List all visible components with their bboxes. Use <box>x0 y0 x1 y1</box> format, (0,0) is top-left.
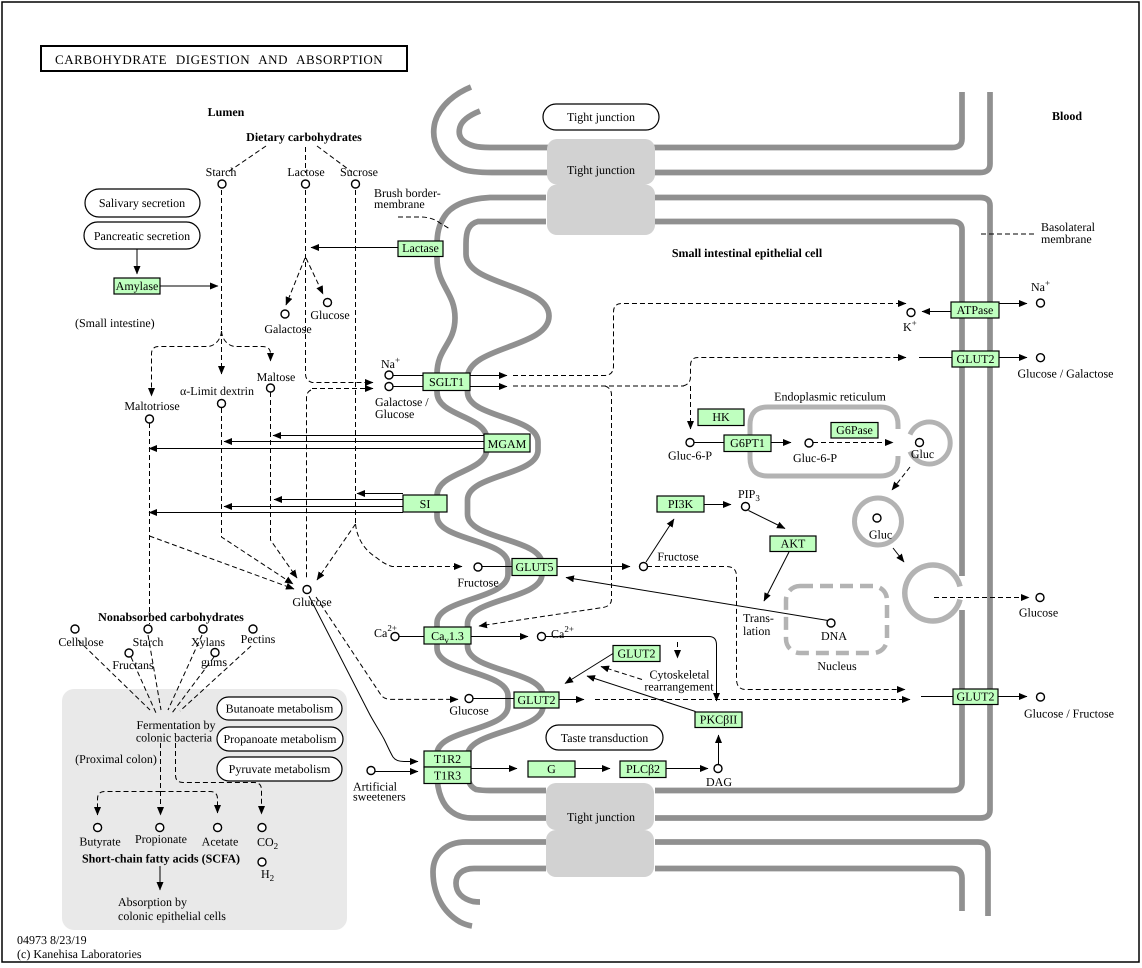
svg-text:CO2: CO2 <box>257 835 278 851</box>
svg-text:GLUT5: GLUT5 <box>516 560 554 574</box>
svg-text:Amylase: Amylase <box>116 279 159 293</box>
svg-text:Small intestinal epithelial ce: Small intestinal epithelial cell <box>672 246 823 260</box>
svg-text:Pancreatic secretion: Pancreatic secretion <box>94 229 190 243</box>
svg-text:Glucose: Glucose <box>292 595 331 609</box>
svg-text:PKCβII: PKCβII <box>700 713 737 727</box>
svg-text:T1R2: T1R2 <box>434 752 461 766</box>
svg-text:Starch: Starch <box>206 165 237 179</box>
svg-text:(c) Kanehisa Laboratories: (c) Kanehisa Laboratories <box>17 947 142 961</box>
svg-text:04973 8/23/19: 04973 8/23/19 <box>17 933 87 947</box>
svg-text:PLCβ2: PLCβ2 <box>626 762 660 776</box>
svg-text:Nucleus: Nucleus <box>817 659 857 673</box>
svg-text:Pectins: Pectins <box>241 632 276 646</box>
svg-text:Tight junction: Tight junction <box>567 110 635 124</box>
svg-text:HK: HK <box>712 410 730 424</box>
svg-text:Fructans: Fructans <box>112 658 154 672</box>
svg-text:Gluc-6-P: Gluc-6-P <box>793 451 837 465</box>
svg-text:Pyruvate metabolism: Pyruvate metabolism <box>229 762 331 776</box>
svg-text:Glucose: Glucose <box>449 704 488 718</box>
svg-text:DNA: DNA <box>821 629 847 643</box>
svg-text:GLUT2: GLUT2 <box>518 693 556 707</box>
svg-text:AKT: AKT <box>781 537 806 551</box>
svg-text:Galactose: Galactose <box>264 322 311 336</box>
svg-text:Basolateral: Basolateral <box>1041 220 1096 234</box>
svg-text:Fructose: Fructose <box>657 550 698 564</box>
svg-text:Butyrate: Butyrate <box>79 835 120 849</box>
svg-text:G6Pase: G6Pase <box>836 423 873 437</box>
svg-text:Brush border-: Brush border- <box>374 186 441 200</box>
svg-text:G6PT1: G6PT1 <box>730 436 765 450</box>
svg-text:Fermentation by: Fermentation by <box>137 718 216 732</box>
svg-text:Trans-: Trans- <box>743 611 774 625</box>
svg-text:colonic bacteria: colonic bacteria <box>136 731 213 745</box>
svg-text:rearrangement: rearrangement <box>644 680 714 694</box>
svg-text:Glucose: Glucose <box>1019 606 1058 620</box>
svg-text:Maltose: Maltose <box>257 370 296 384</box>
svg-text:Cytoskeletal: Cytoskeletal <box>650 668 711 682</box>
svg-text:Nonabsorbed carbohydrates: Nonabsorbed carbohydrates <box>98 610 244 624</box>
svg-text:Acetate: Acetate <box>202 835 239 849</box>
svg-text:Maltotriose: Maltotriose <box>124 399 179 413</box>
svg-text:colonic epithelial cells: colonic epithelial cells <box>118 909 226 923</box>
svg-text:Galactose /: Galactose / <box>375 395 429 409</box>
svg-text:Gluc: Gluc <box>911 447 934 461</box>
svg-text:Xylans: Xylans <box>191 635 225 649</box>
svg-text:membrane: membrane <box>1041 232 1092 246</box>
svg-text:Butanoate metabolism: Butanoate metabolism <box>226 702 334 716</box>
svg-text:Propanoate metabolism: Propanoate metabolism <box>224 732 338 746</box>
svg-text:(Proximal colon): (Proximal colon) <box>75 752 157 766</box>
svg-text:lation: lation <box>743 624 770 638</box>
svg-text:MGAM: MGAM <box>488 437 527 451</box>
svg-text:GLUT2: GLUT2 <box>957 352 995 366</box>
svg-text:(Small intestine): (Small intestine) <box>75 316 155 330</box>
svg-text:Blood: Blood <box>1052 109 1082 123</box>
svg-text:Lumen: Lumen <box>208 105 245 119</box>
svg-text:SI: SI <box>420 497 431 511</box>
svg-text:PIP3: PIP3 <box>738 487 760 503</box>
svg-text:SGLT1: SGLT1 <box>429 375 464 389</box>
svg-text:Glucose / Galactose: Glucose / Galactose <box>1018 367 1114 381</box>
svg-text:PI3K: PI3K <box>668 497 694 511</box>
svg-text:Fructose: Fructose <box>457 576 498 590</box>
svg-text:GLUT2: GLUT2 <box>618 647 656 661</box>
svg-text:Glucose: Glucose <box>375 407 414 421</box>
svg-text:Short-chain fatty acids (SCFA): Short-chain fatty acids (SCFA) <box>82 852 240 866</box>
svg-text:Cav1.3: Cav1.3 <box>431 629 464 645</box>
svg-text:Dietary carbohydrates: Dietary carbohydrates <box>246 130 362 144</box>
svg-text:Artificial: Artificial <box>353 780 398 794</box>
svg-text:Sucrose: Sucrose <box>340 165 378 179</box>
svg-text:GLUT2: GLUT2 <box>957 690 995 704</box>
svg-text:ATPase: ATPase <box>957 303 994 317</box>
svg-text:Glucose: Glucose <box>310 308 349 322</box>
svg-text:Endoplasmic reticulum: Endoplasmic reticulum <box>774 390 886 404</box>
svg-text:Salivary secretion: Salivary secretion <box>99 196 185 210</box>
svg-text:DAG: DAG <box>706 775 732 789</box>
svg-text:CARBOHYDRATE DIGESTION AND ABS: CARBOHYDRATE DIGESTION AND ABSORPTION <box>55 52 383 67</box>
svg-text:Lactase: Lactase <box>402 241 439 255</box>
svg-text:T1R3: T1R3 <box>434 769 461 783</box>
svg-text:Taste transduction: Taste transduction <box>561 731 648 745</box>
svg-text:Absorption by: Absorption by <box>118 895 187 909</box>
svg-text:Lactose: Lactose <box>287 165 324 179</box>
svg-text:G: G <box>547 762 556 776</box>
svg-text:Tight junction: Tight junction <box>567 810 635 824</box>
svg-text:Gluc-6-P: Gluc-6-P <box>668 449 712 463</box>
svg-text:sweeteners: sweeteners <box>353 790 406 804</box>
svg-text:Cellulose: Cellulose <box>58 635 103 649</box>
svg-text:Propionate: Propionate <box>135 832 187 846</box>
svg-text:Glucose / Fructose: Glucose / Fructose <box>1024 707 1114 721</box>
svg-text:Starch: Starch <box>133 635 164 649</box>
svg-text:Gluc: Gluc <box>869 528 892 542</box>
svg-text:gums: gums <box>201 655 227 669</box>
svg-text:α-Limit dextrin: α-Limit dextrin <box>180 384 254 398</box>
svg-text:Tight junction: Tight junction <box>567 163 635 177</box>
svg-text:membrane: membrane <box>374 197 425 211</box>
